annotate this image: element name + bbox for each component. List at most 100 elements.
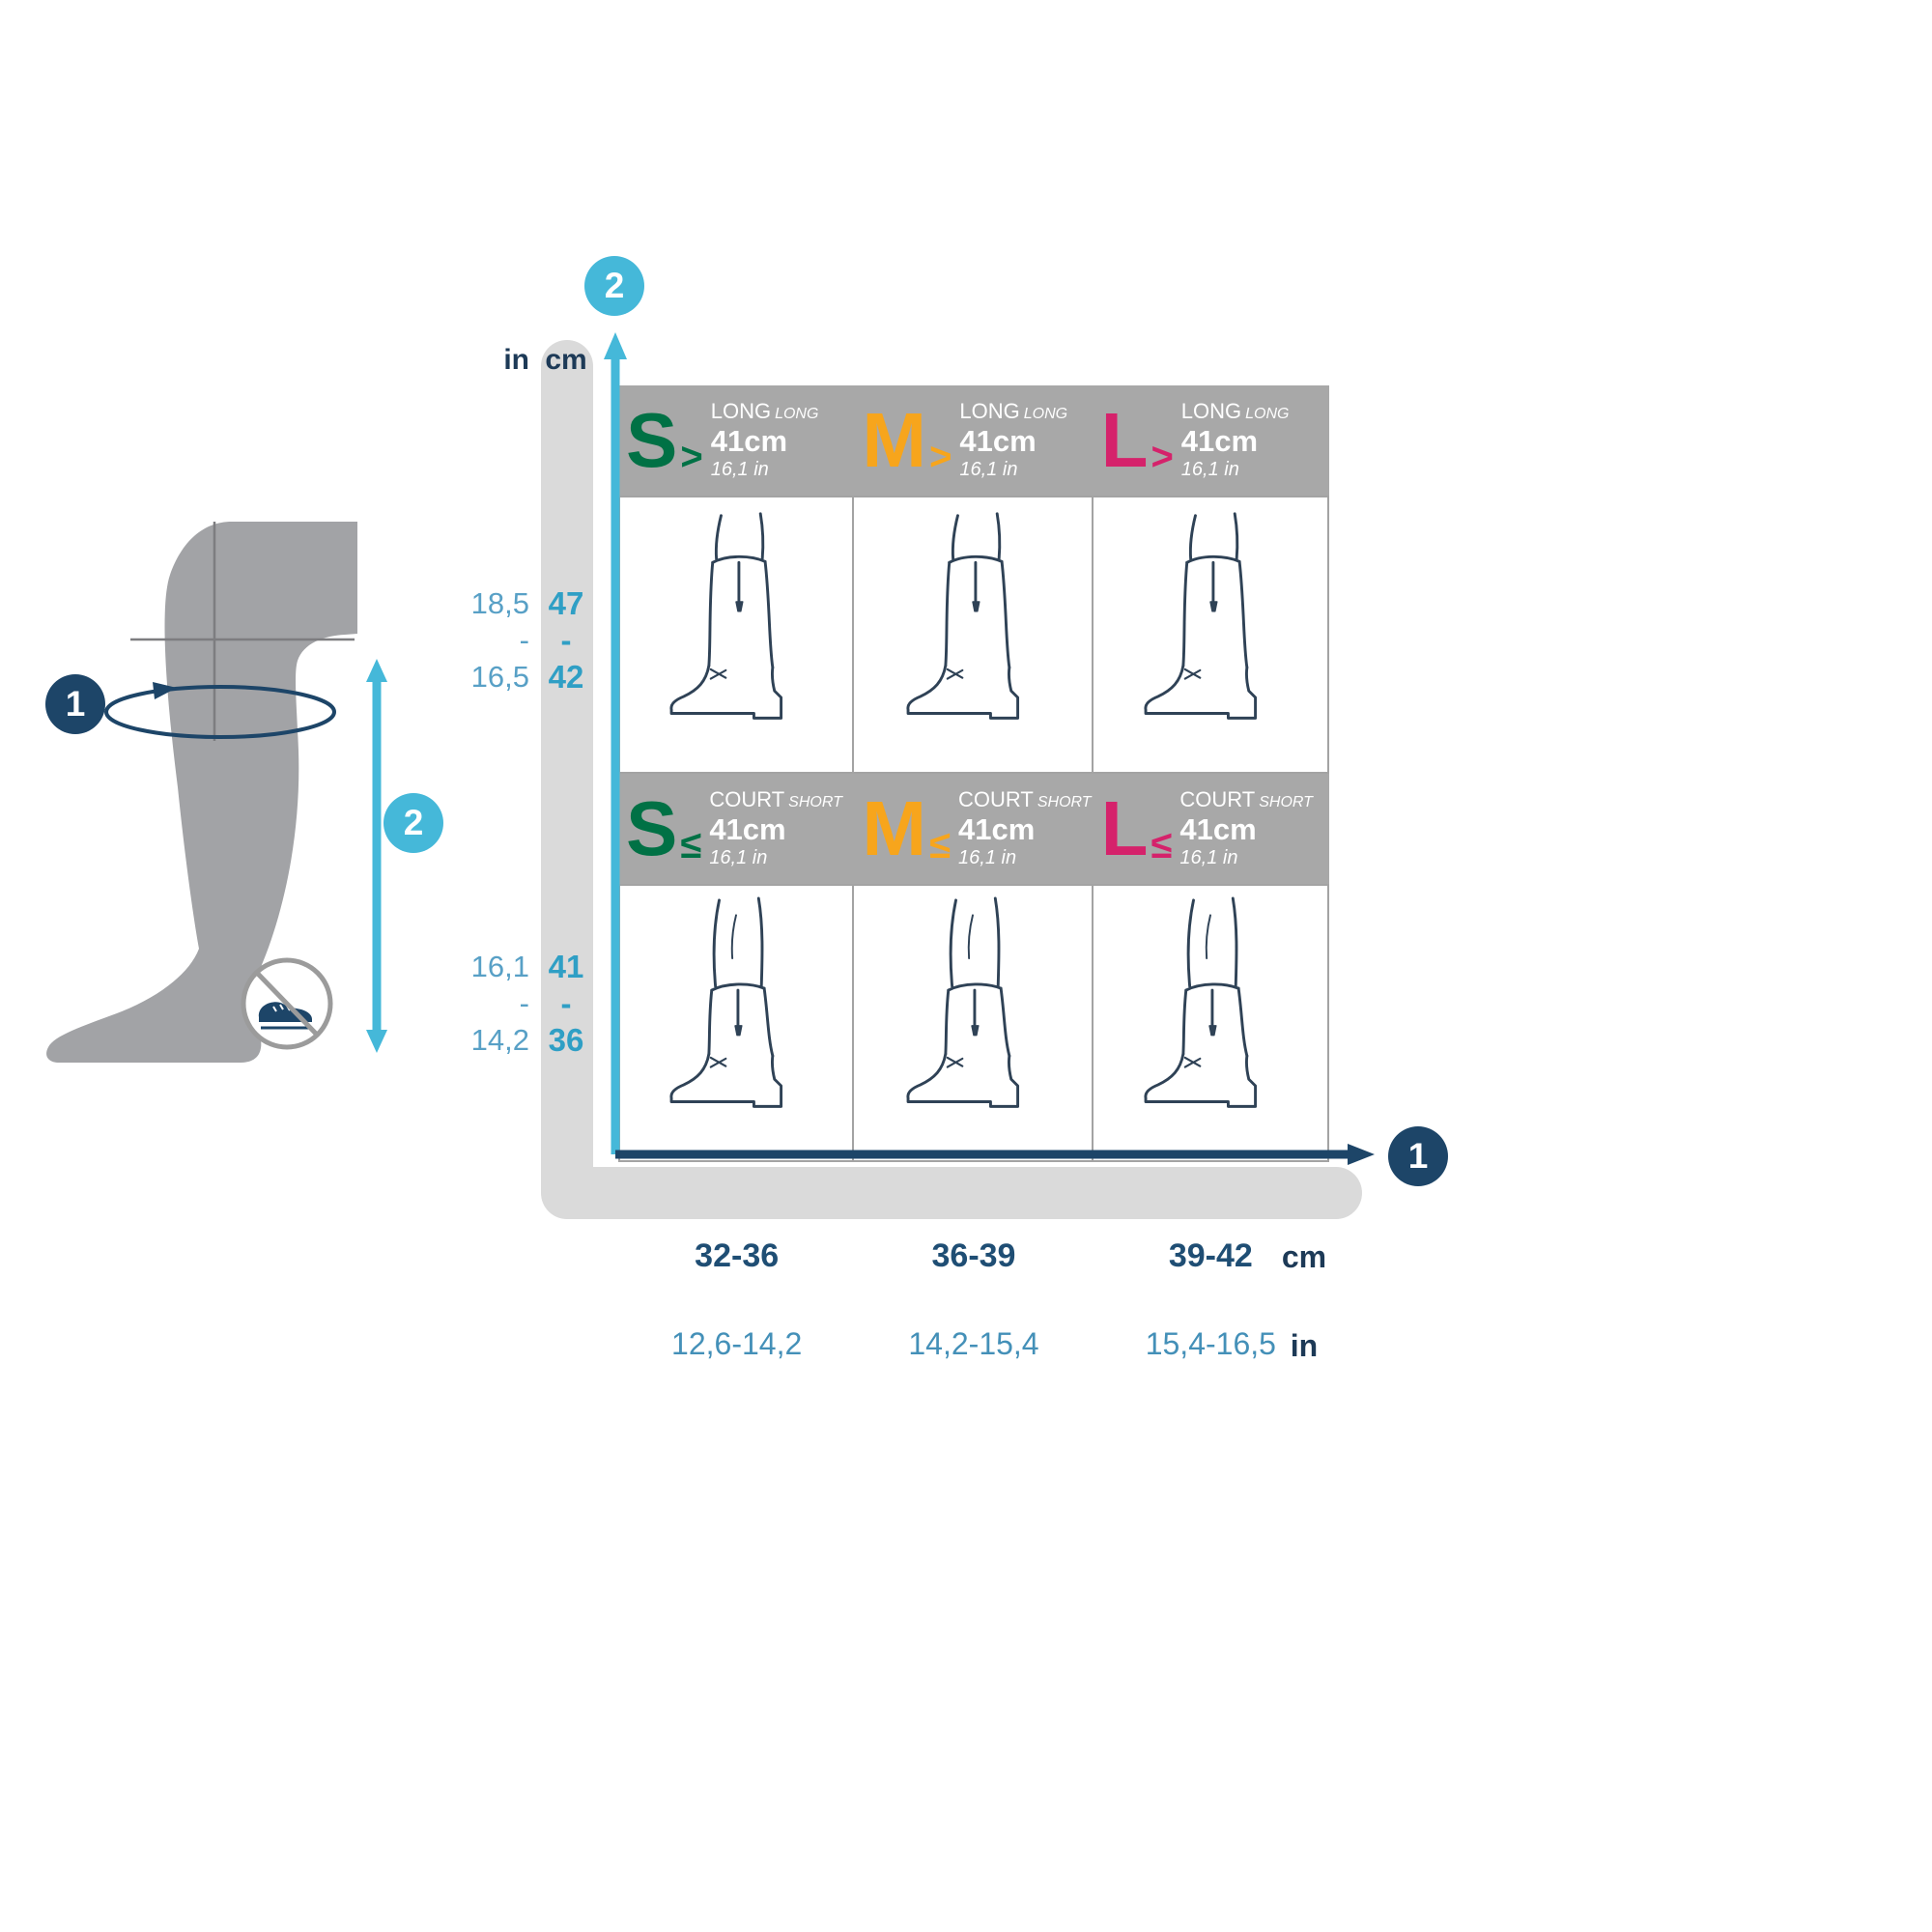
comparator-symbol: > [680,435,703,478]
tick: 36 [548,1022,584,1058]
boot-illustration-cell [854,884,1094,1162]
boot-illustration-cell [618,884,855,1162]
circumference-arrowhead-icon [153,682,177,699]
size-letter: S [626,397,678,483]
tick: 47 [548,585,584,621]
size-cm-value: 41cm [1179,811,1257,846]
size-cm-value: 41cm [710,423,788,458]
tick: - [519,986,529,1020]
size-letter: S [626,785,678,871]
tick: 15,4-16,5 [1145,1326,1276,1361]
size-letter: M [862,785,927,871]
y-ticks-short-in: 16,1 - 14,2 [446,949,531,1059]
measure-guide-lines [130,522,355,741]
tick: 36-39 [931,1237,1016,1274]
tall-boot-icon [895,508,1050,761]
boot-illustration-cell [1093,884,1329,1162]
short-boot-icon [659,896,813,1150]
size-cm-value: 41cm [959,423,1037,458]
length-label-fr: LONG [1180,399,1242,424]
size-in-value: 16,1 in [1179,847,1238,869]
length-label-en: SHORT [1259,794,1313,811]
tick: 16,5 [470,660,529,694]
tall-boot-icon [1133,508,1288,761]
short-boot-icon [895,896,1050,1150]
length-label-fr: COURT [709,787,785,812]
short-boot-icon [1133,896,1288,1150]
tick: 14,2-15,4 [908,1326,1039,1361]
size-cm-value: 41cm [1180,423,1259,458]
height-arrowhead-top-icon [366,659,387,682]
x-ticks-cm: 32-36 36-39 39-42 [618,1237,1329,1275]
boot-illustration-cell [618,496,855,774]
y-ticks-long: 18,5 - 16,5 47 - 42 [446,585,593,696]
x-unit-in: in [1290,1328,1319,1363]
size-in-value: 16,1 in [709,847,768,869]
comparator-symbol: ≤ [680,823,702,867]
tall-boot-icon [659,508,813,761]
height-arrowhead-bottom-icon [366,1030,387,1053]
tick: - [560,622,572,658]
size-in-value: 16,1 in [959,459,1018,481]
comparator-symbol: > [1151,435,1174,478]
tick: 18,5 [470,586,529,620]
size-in-value: 16,1 in [710,459,769,481]
y-ticks-short: 16,1 - 14,2 41 - 36 [446,949,593,1059]
length-label-en: SHORT [1037,794,1092,811]
y-ticks-long-in: 18,5 - 16,5 [446,585,531,696]
size-letter: M [862,397,927,483]
length-label-fr: COURT [1179,787,1256,812]
x-unit-cm: cm [1281,1239,1327,1274]
tick: - [519,623,529,657]
y-axis-units: in cm [446,344,593,377]
y-ticks-long-cm: 47 - 42 [539,585,593,696]
y-ticks-short-cm: 41 - 36 [539,949,593,1059]
calf-circumference-arrow [104,685,336,739]
tick: 12,6-14,2 [671,1326,803,1361]
length-label-en: LONG [775,406,819,423]
comparator-symbol: > [929,435,952,478]
length-label-fr: COURT [958,787,1034,812]
size-cm-value: 41cm [709,811,786,846]
y-axis-band [541,340,593,1167]
no-shoes-icon [241,957,333,1050]
size-in-value: 16,1 in [958,847,1017,869]
size-letter: L [1100,785,1149,871]
tick: 14,2 [470,1023,529,1057]
x-axis-badge: 1 [1388,1126,1448,1186]
y-axis-badge: 2 [584,256,644,316]
tick: 42 [548,659,584,695]
boot-illustration-cell [854,496,1094,774]
length-label-en: LONG [1245,406,1290,423]
length-label-fr: LONG [959,399,1020,424]
measure-2-badge: 2 [384,793,443,853]
comparator-symbol: ≤ [1151,823,1173,867]
tick: 41 [548,949,584,984]
length-label-fr: LONG [710,399,772,424]
measure-1-badge: 1 [45,674,105,734]
tick: - [560,985,572,1021]
y-unit-in: in [503,344,529,376]
length-label-en: LONG [1023,406,1068,423]
length-label-en: SHORT [788,794,842,811]
y-axis-arrowhead-icon [604,332,627,359]
